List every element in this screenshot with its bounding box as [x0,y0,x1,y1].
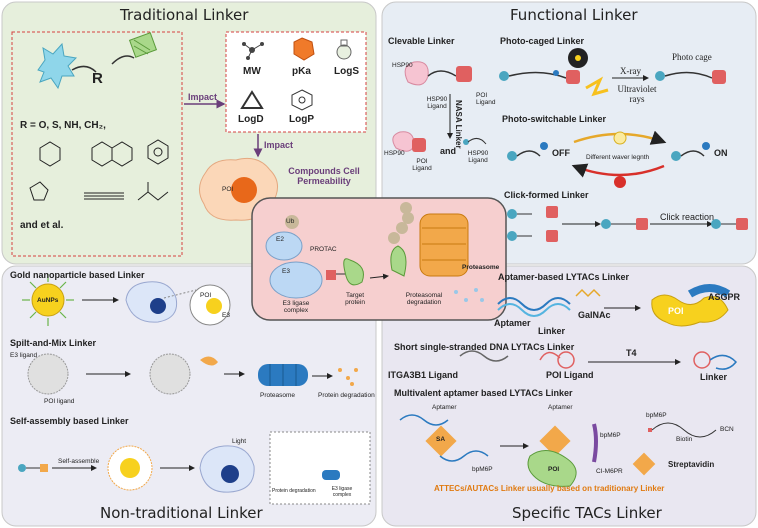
inset-degradation-label: Protein degradation [272,488,316,494]
ssdna-label: Short single-stranded DNA LYTACs Linker [394,342,575,352]
nontraditional-title: Non-traditional Linker [100,504,263,522]
traditional-title: Traditional Linker [120,6,249,24]
wavelength-label: Different waver legnth [586,154,650,161]
impact-label-1: Impact [188,92,218,102]
galnac-label: GalNAc [578,310,611,320]
streptavidin-label: Streptavidin [668,460,715,469]
degradation-label: Proteasomal degradation [405,292,443,306]
logs-flask-icon [336,44,352,60]
protein-degradation-label: Protein degradation [318,392,375,399]
proteasome-cylinder-icon [258,364,308,386]
prop-logd: LogD [238,114,264,125]
specific-title: Specific TACs Linker [512,504,662,522]
e3-ligand-label: E3 ligand [10,352,38,359]
self-assemble-label: Self-assemble [58,458,100,465]
specific-panel [381,265,757,527]
biotin-label: Biotin [676,436,693,443]
on-label: ON [714,148,728,158]
e3-complex-label: E3 ligase complex [282,300,310,314]
and-label: and [440,146,457,156]
prop-logp: LogP [289,114,314,125]
inset-complex-label: E3 ligase complex [331,486,353,498]
nt-proteasome-label: Proteasome [260,392,296,399]
ub-label: Ub [286,218,295,225]
hsp90-ligand-label: HSP90 Ligand [426,96,448,110]
t4-label: T4 [626,348,637,358]
e3-label: E3 [282,268,290,275]
impact-label-2: Impact [264,140,294,150]
poi-ligand-label: POI ligand [44,398,75,405]
target-protein-label: Target protein [345,292,365,306]
multivalent-poi-label: POI [548,466,560,473]
xray-label: X-ray [620,66,641,76]
poi-ligand-label-a: POI Ligand [476,92,496,106]
r-label: R [92,70,103,87]
attec-note: ATTECs/AUTACs Linker usually based on tr… [434,484,665,493]
aptamer-lytac-label: Aptamer-based LYTACs Linker [498,272,630,282]
bulb-on-icon [613,131,627,145]
aptamer-poi-label: POI [668,306,684,316]
click-formed-label: Click-formed Linker [504,190,589,200]
mw-icon [242,42,264,60]
aptamer-c-label: Aptamer [548,404,573,411]
hsp90-label-a: HSP90 [392,62,413,69]
bulb-off-icon [614,176,626,188]
off-label: OFF [552,148,570,158]
aunps-label: AuNPs [37,297,59,304]
aptamer-b-label: Aptamer [432,404,457,411]
poi-label: POI [222,186,234,193]
permeability-label: Compounds Cell Permeability [288,166,360,186]
hsp90-ligand-label-b: HSP90 Ligand [467,150,489,164]
proteasome-label: Proteasome [462,264,500,271]
itga-label: ITGA3B1 Ligand [388,370,459,380]
light-label: Light [232,438,247,445]
nano-poi-label: POI [200,292,212,299]
linker-b-label: Linker [700,372,728,382]
nano-e3-label: E3 [222,312,230,319]
linker-label: Linker [538,326,566,336]
prop-logs: LogS [334,66,359,77]
photo-switchable-label: Photo-switchable Linker [502,114,607,124]
uv-label: Ultraviolet rays [617,84,657,104]
click-reaction-label: Click reaction [660,212,715,222]
prop-mw: MW [243,66,261,77]
bpm6p-b-label: bpM6P [600,432,621,439]
ssdna-poi-ligand-label: POI Ligand [546,370,594,380]
protac-label: PROTAC [310,246,337,253]
hsp90-label-b: HSP90 [384,150,405,157]
aptamer-label: Aptamer [494,318,531,328]
and-et-al-label: and et al. [20,220,64,231]
logp-icon [291,89,313,111]
r-definition: R = O, S, NH, CH₂, [20,120,106,131]
pka-icon [293,37,315,61]
proteasome-icon [419,213,469,277]
ci-m6pr-label: CI-M6PR [596,468,623,475]
prop-pka: pKa [292,66,311,77]
functional-title: Functional Linker [510,6,638,24]
bpm6p-label: bpM6P [472,466,493,473]
asgpr-label: ASGPR [708,292,741,302]
cleavable-label: Clevable Linker [388,36,455,46]
photo-caged-label: Photo-caged Linker [500,36,585,46]
self-assembly-label: Self-assembly based Linker [10,416,129,426]
poi-ligand-label-b: POI Ligand [412,158,432,172]
e2-label: E2 [276,236,284,243]
photo-cage-label: Photo cage [672,52,712,62]
multivalent-label: Multivalent aptamer based LYTACs Linker [394,388,573,398]
sa-label: SA [436,436,446,443]
bpm6p-c-label: bpM6P [646,412,667,419]
gold-linker-label: Gold nanoparticle based Linker [10,270,145,280]
logd-icon [240,90,264,109]
nasa-linker-label: NASA Linker [454,100,463,149]
bcn-label: BCN [720,426,734,433]
spilt-mix-label: Spilt-and-Mix Linker [10,338,97,348]
